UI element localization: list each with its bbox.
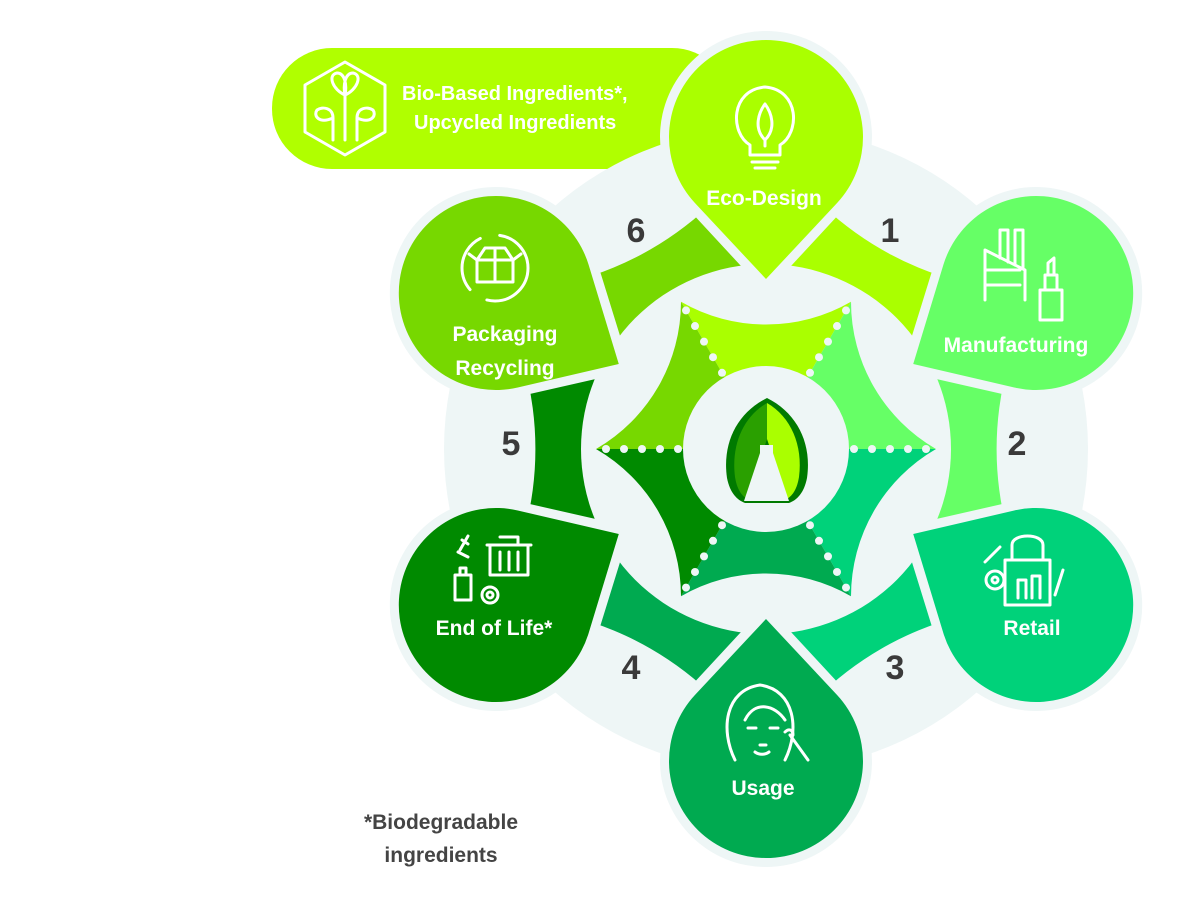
divider-dot — [842, 306, 850, 315]
divider-dot — [850, 445, 858, 453]
divider-dot — [815, 536, 823, 545]
divider-dot — [700, 337, 708, 346]
divider-dot — [815, 353, 823, 362]
stage-petal-manufacturing — [901, 187, 1143, 399]
factory-lipstick-icon — [983, 228, 1064, 322]
divider-dot — [674, 445, 682, 453]
stage-label-end-of-life: End of Life* — [436, 617, 553, 640]
divider-dot — [700, 552, 708, 561]
divider-dot — [842, 583, 850, 592]
divider-dot — [824, 337, 832, 346]
divider-dot — [824, 552, 832, 561]
divider-dot — [806, 521, 814, 530]
divider-dot — [833, 567, 841, 576]
divider-dot — [718, 521, 726, 530]
trash-bottles-icon — [453, 534, 533, 605]
divider-dot — [709, 353, 717, 362]
box-recycle-icon — [460, 233, 530, 303]
banner-line-2: Upcycled Ingredients — [414, 112, 616, 134]
divider-dot — [886, 445, 894, 453]
stage-label-manufacturing: Manufacturing — [944, 334, 1089, 357]
stage-number-3: 3 — [886, 649, 905, 687]
divider-dot — [806, 368, 814, 377]
divider-dot — [656, 445, 664, 453]
stage-label-usage: Usage — [731, 777, 794, 800]
lightbulb-leaf-icon — [735, 85, 795, 170]
divider-dot — [691, 567, 699, 576]
divider-dot — [718, 368, 726, 377]
stage-label-packaging: Packaging — [452, 323, 557, 346]
divider-dot — [904, 445, 912, 453]
stage-number-1: 1 — [881, 212, 900, 250]
ingredients-banner: Bio-Based Ingredients*, Upcycled Ingredi… — [272, 48, 732, 169]
divider-dot — [682, 583, 690, 592]
divider-dot — [682, 306, 690, 315]
stage-label-retail: Retail — [1003, 617, 1060, 640]
divider-dot — [638, 445, 646, 453]
divider-dot — [709, 536, 717, 545]
divider-dot — [833, 322, 841, 331]
stage-petal-usage — [659, 605, 872, 867]
divider-dot — [602, 445, 610, 453]
stage-number-4: 4 — [622, 649, 641, 687]
footnote-line-1: *Biodegradable — [364, 811, 518, 834]
stage-number-2: 2 — [1008, 425, 1027, 463]
banner-line-1: Bio-Based Ingredients*, — [402, 83, 628, 105]
divider-dot — [691, 322, 699, 331]
sprout-hexagon-icon — [303, 60, 387, 157]
divider-dot — [922, 445, 930, 453]
stage-number-6: 6 — [627, 212, 646, 250]
shopping-bag-cosmetics-icon — [983, 534, 1065, 607]
footnote-line-2: ingredients — [384, 844, 497, 867]
leaf-flask-icon — [726, 398, 808, 503]
divider-dot — [620, 445, 628, 453]
stage-number-5: 5 — [502, 425, 521, 463]
divider-dot — [868, 445, 876, 453]
face-brush-icon — [725, 683, 810, 762]
stage-petal-end-of-life — [389, 499, 631, 712]
stage-label-recycling: Recycling — [455, 357, 554, 380]
stage-label-eco-design: Eco-Design — [706, 187, 822, 210]
stage-petal-packaging-recycling — [389, 187, 631, 399]
